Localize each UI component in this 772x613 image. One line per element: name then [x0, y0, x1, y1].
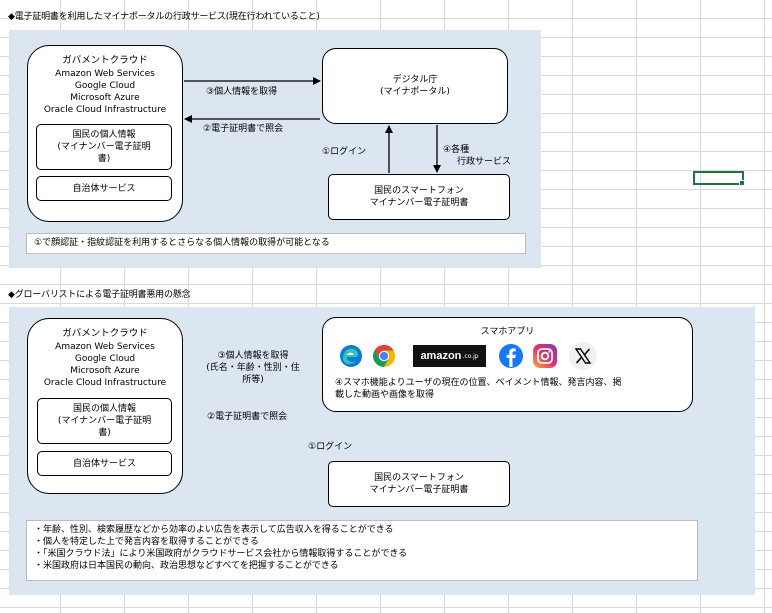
- cloud2-provider-azure: Microsoft Azure: [70, 366, 140, 376]
- label-login: ①ログイン: [322, 147, 367, 157]
- chrome-icon: [372, 344, 396, 368]
- personal-info-line1: 国民の個人情報: [72, 130, 136, 140]
- instagram-icon: [533, 344, 557, 368]
- app-title: スマホアプリ: [480, 327, 535, 337]
- label2-get-info-line1: ③個人情報を取得: [217, 351, 289, 361]
- digital-agency-box: デジタル庁 (マイナポータル): [322, 48, 508, 124]
- amazon-logo: amazon.co.jp: [413, 345, 486, 367]
- section2-note-3: ・「米国クラウド法」により米国政府がクラウドサービス会社から情報取得することがで…: [34, 549, 408, 559]
- app-description: ④スマホ機能よりユーザの現在の位置、ペイメント情報、発言内容、掲 載した動画や画…: [335, 377, 621, 401]
- smartphone-box: 国民のスマートフォン マイナンバー電子証明書: [328, 174, 510, 220]
- municipal2-label: 自治体サービス: [72, 458, 136, 469]
- cloud-provider-aws: Amazon Web Services: [55, 69, 155, 79]
- municipal-services-label: 自治体サービス: [72, 183, 136, 194]
- personal-info2-line1: 国民の個人情報: [72, 404, 136, 414]
- cloud2-provider-google: Google Cloud: [74, 354, 136, 364]
- app-desc-line1: ④スマホ機能よりユーザの現在の位置、ペイメント情報、発言内容、掲: [335, 378, 622, 388]
- smartphone2-cert: マイナンバー電子証明書: [369, 485, 469, 495]
- label-services-line2: 行政サービス: [457, 157, 512, 167]
- cloud2-provider-oracle: Oracle Cloud Infrastructure: [43, 378, 167, 388]
- cloud2-provider-aws: Amazon Web Services: [55, 342, 155, 352]
- amazon-logo-suffix: .co.jp: [462, 352, 479, 360]
- label2-login: ①ログイン: [308, 442, 353, 452]
- section2-note-1: ・年齢、性別、検索履歴などから効率のよい広告を表示して広告収入を得ることができる: [34, 525, 394, 535]
- cloud-provider-google: Google Cloud: [74, 81, 136, 91]
- label-services: ④各種 行政サービス: [443, 144, 511, 168]
- label2-get-info: ③個人情報を取得 (氏名・年齢・性別・住 所等): [191, 350, 315, 386]
- app-icon-row: amazon.co.jp: [339, 342, 679, 370]
- smartphone-title: 国民のスマートフォン: [374, 186, 464, 196]
- smartphone2-title: 国民のスマートフォン: [374, 473, 464, 483]
- cloud-provider-oracle: Oracle Cloud Infrastructure: [43, 105, 167, 115]
- personal-info2-line3: 書): [98, 428, 111, 438]
- personal-info-box: 国民の個人情報 (マイナンバー電子証明 書): [36, 124, 172, 170]
- digital-agency-portal: (マイナポータル): [380, 87, 450, 97]
- label-services-line1: ④各種: [443, 145, 470, 155]
- section1-heading: ◆電子証明書を利用したマイナポータルの行政サービス(現在行われていること): [8, 12, 320, 22]
- smartphone-app-box: スマホアプリ amazon.co.jp: [322, 317, 693, 412]
- label2-verify: ②電子証明書で照会: [207, 412, 288, 422]
- personal-info-box-2: 国民の個人情報 (マイナンバー電子証明 書): [37, 398, 172, 444]
- section2-notes: ・年齢、性別、検索履歴などから効率のよい広告を表示して広告収入を得ることができる…: [26, 520, 698, 581]
- personal-info-line2: (マイナンバー電子証明: [57, 142, 151, 152]
- municipal-services-box: 自治体サービス: [36, 176, 172, 201]
- facebook-icon: [499, 344, 523, 368]
- cloud2-title: ガバメントクラウド: [62, 328, 148, 339]
- selected-cell[interactable]: [693, 171, 745, 186]
- x-icon: [569, 342, 597, 370]
- section2-heading: ◆グローバリストによる電子証明書悪用の懸念: [8, 290, 191, 300]
- smartphone-cert: マイナンバー電子証明書: [369, 198, 469, 208]
- label-get-info: ③個人情報を取得: [206, 87, 278, 97]
- cloud-title: ガバメントクラウド: [62, 55, 148, 66]
- label2-get-info-line3: 所等): [242, 375, 264, 385]
- digital-agency-name: デジタル庁: [392, 75, 438, 85]
- section1-note: ①で顔認証・指紋認証を利用するとさらなる個人情報の取得が可能となる: [26, 233, 526, 254]
- smartphone-box-2: 国民のスマートフォン マイナンバー電子証明書: [328, 461, 510, 507]
- section1-note-text: ①で顔認証・指紋認証を利用するとさらなる個人情報の取得が可能となる: [34, 238, 330, 248]
- personal-info-line3: 書): [97, 154, 111, 164]
- label-verify: ②電子証明書で照会: [203, 124, 284, 134]
- app-desc-line2: 載した動画や画像を取得: [335, 390, 435, 400]
- cloud-provider-azure: Microsoft Azure: [70, 93, 140, 103]
- amazon-logo-text: amazon: [420, 350, 462, 362]
- label2-get-info-line2: (氏名・年齢・性別・住: [206, 363, 300, 373]
- edge-icon: [339, 344, 363, 368]
- section2-note-4: ・米国政府は日本国民の動向、政治思想などすべてを把握することができる: [34, 561, 339, 571]
- personal-info2-line2: (マイナンバー電子証明: [57, 416, 152, 426]
- section2-note-2: ・個人を特定した上で発言内容を取得することができる: [34, 537, 259, 547]
- municipal-services-box-2: 自治体サービス: [37, 451, 172, 476]
